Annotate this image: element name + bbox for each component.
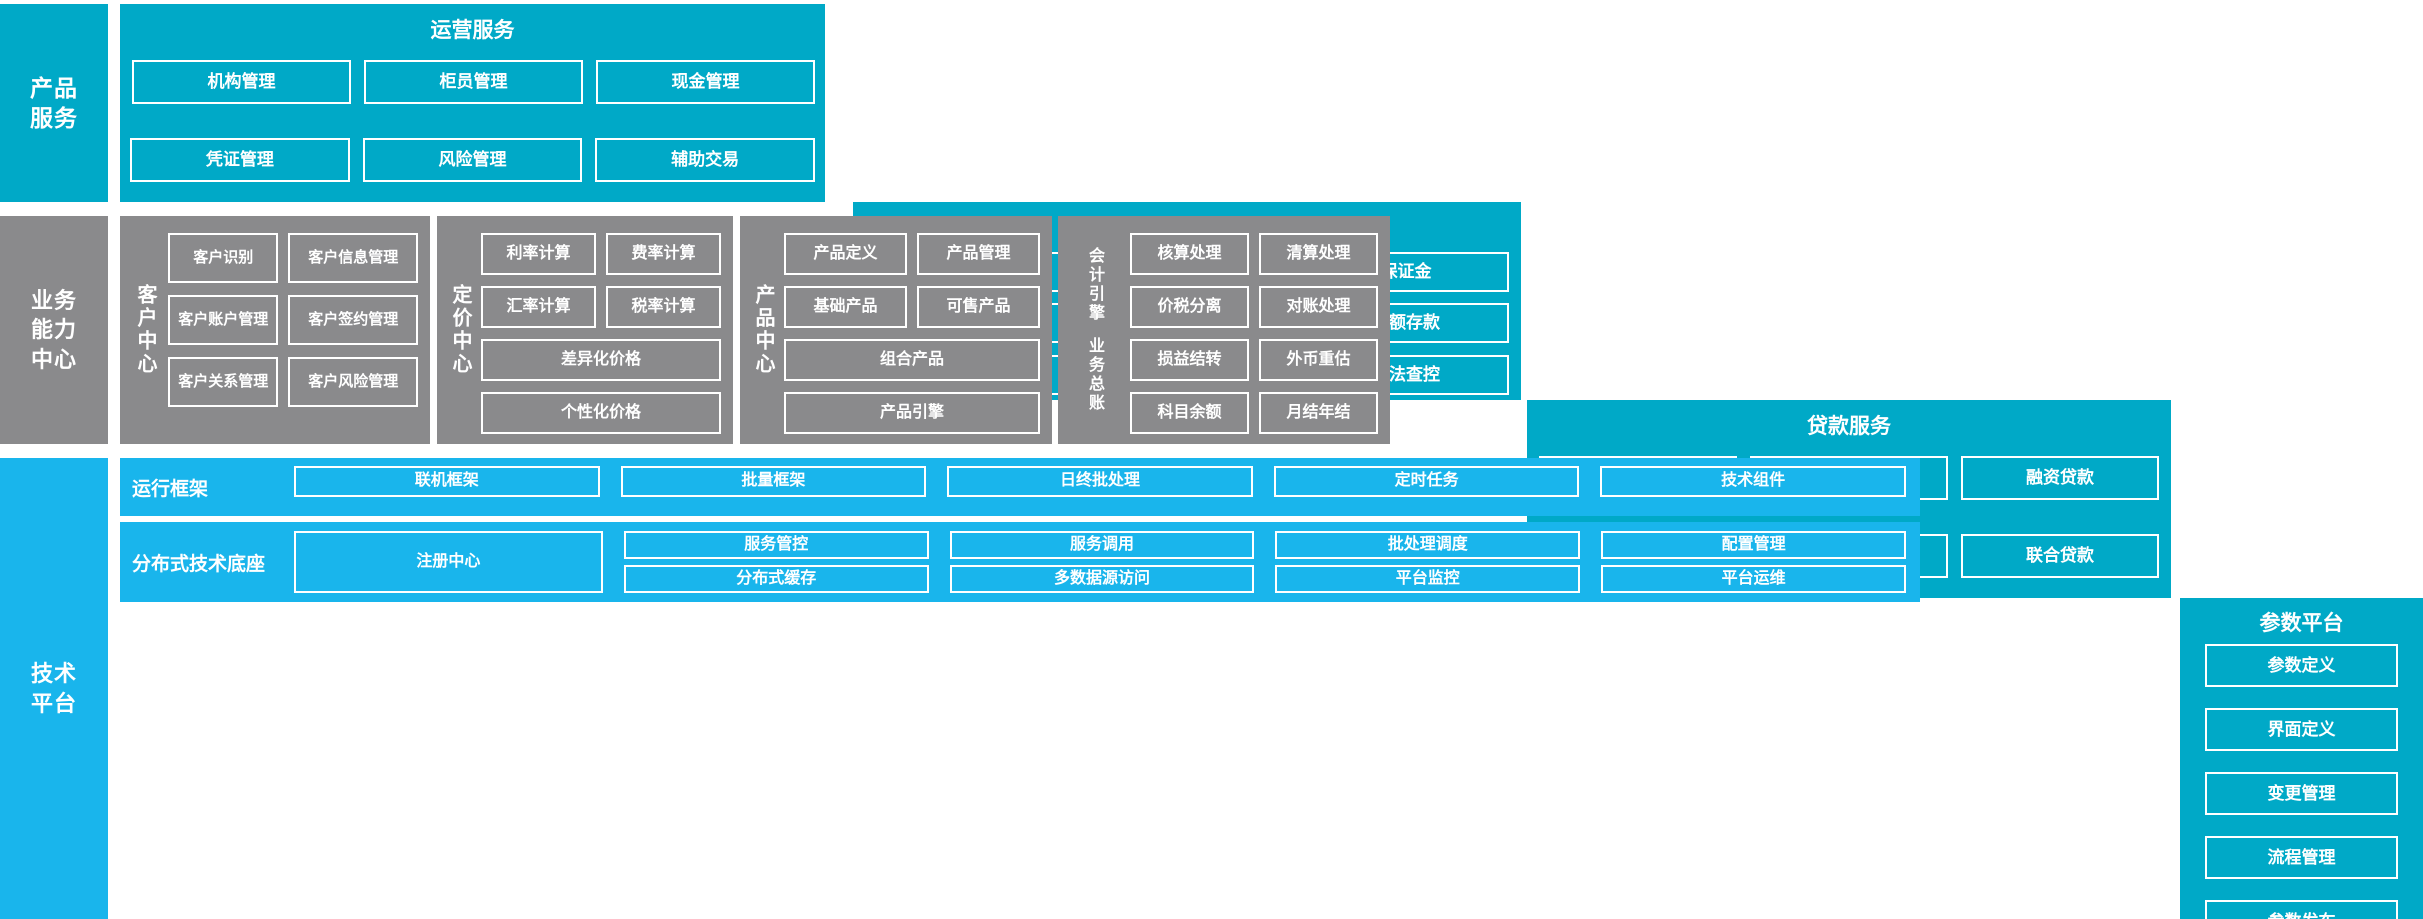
tile-distributed[interactable]: 平台监控 xyxy=(1275,565,1581,593)
center-label-accounting: 会计引擎 业务总账 xyxy=(1066,216,1122,444)
tile-customer[interactable]: 客户关系管理 xyxy=(168,357,279,407)
center-pricing: 定价中心 利率计算 费率计算 汇率计算 税率计算 差异化价格 个性化价格 xyxy=(437,216,733,444)
tile-loan[interactable]: 联合贷款 xyxy=(1961,534,2159,578)
layer-label-technical-platform: 技术 平台 xyxy=(0,458,108,919)
tech-row-distributed-base: 分布式技术底座 注册中心 服务管控 分布式缓存 服务调用 多数据源访问 批处理调… xyxy=(120,522,1920,602)
layer-label-product-service: 产品 服务 xyxy=(0,4,108,202)
tile-runtime[interactable]: 批量框架 xyxy=(620,466,927,497)
tile-operations[interactable]: 柜员管理 xyxy=(364,60,583,104)
panel-operations-service: 运营服务 机构管理 柜员管理 现金管理 凭证管理 风险管理 辅助交易 xyxy=(120,4,825,202)
tech-row-label-runtime: 运行框架 xyxy=(132,478,209,500)
tile-distributed[interactable]: 分布式缓存 xyxy=(623,565,929,593)
tile-customer[interactable]: 客户识别 xyxy=(168,233,279,283)
tile-distributed[interactable]: 平台运维 xyxy=(1601,565,1906,593)
tile-runtime[interactable]: 联机框架 xyxy=(294,466,600,497)
panel-title-operations: 运营服务 xyxy=(430,19,515,42)
layer-label-line-2: 能力 xyxy=(30,317,77,343)
tile-parameter[interactable]: 流程管理 xyxy=(2205,836,2398,879)
tile-product-wide[interactable]: 组合产品 xyxy=(784,339,1040,381)
center-label-accounting-top: 会计引擎 xyxy=(1086,247,1103,323)
panel-title-parameter-platform: 参数平台 xyxy=(2259,612,2344,635)
layer-label-line-1: 技术 xyxy=(30,661,77,687)
tile-accounting[interactable]: 对账处理 xyxy=(1259,286,1378,328)
tile-distributed[interactable]: 配置管理 xyxy=(1601,531,1906,559)
tile-runtime[interactable]: 日终批处理 xyxy=(947,466,1253,497)
tile-product[interactable]: 基础产品 xyxy=(784,286,907,328)
layer-label-line-2: 平台 xyxy=(30,690,77,716)
tech-row-label-distributed: 分布式技术底座 xyxy=(132,553,266,575)
tile-accounting[interactable]: 外币重估 xyxy=(1259,339,1378,381)
center-label-product: 产品中心 xyxy=(752,284,774,376)
tile-pricing-wide[interactable]: 个性化价格 xyxy=(481,392,721,434)
center-product: 产品中心 产品定义 产品管理 基础产品 可售产品 组合产品 产品引擎 xyxy=(740,216,1052,444)
tile-runtime[interactable]: 定时任务 xyxy=(1273,466,1580,497)
tile-parameter[interactable]: 参数定义 xyxy=(2205,644,2398,687)
tile-operations[interactable]: 风险管理 xyxy=(362,138,583,182)
tile-customer[interactable]: 客户签约管理 xyxy=(288,295,418,345)
tile-pricing-wide[interactable]: 差异化价格 xyxy=(481,339,721,381)
center-label-customer: 客户中心 xyxy=(134,284,156,376)
layer-label-line-1: 业务 xyxy=(30,288,77,314)
tile-customer[interactable]: 客户账户管理 xyxy=(168,295,279,345)
tile-accounting[interactable]: 月结年结 xyxy=(1259,392,1378,434)
layer-label-line-3: 中心 xyxy=(30,346,77,372)
center-accounting: 会计引擎 业务总账 核算处理 清算处理 价税分离 对账处理 损益结转 外币重估 … xyxy=(1058,216,1390,444)
panel-parameter-platform: 参数平台 参数定义 界面定义 变更管理 流程管理 参数发布 参数对比 xyxy=(2180,598,2423,919)
tile-product[interactable]: 产品管理 xyxy=(917,233,1040,275)
tile-registry-center[interactable]: 注册中心 xyxy=(294,531,603,593)
layer-label-business-capability: 业务 能力 中心 xyxy=(0,216,108,444)
tile-accounting[interactable]: 核算处理 xyxy=(1130,233,1249,275)
tile-accounting[interactable]: 清算处理 xyxy=(1259,233,1378,275)
layer-label-line-1: 产品 xyxy=(30,74,78,101)
layer-label-line-2: 服务 xyxy=(30,105,78,131)
tile-distributed[interactable]: 服务管控 xyxy=(623,531,929,559)
tile-pricing[interactable]: 利率计算 xyxy=(481,233,596,275)
tile-parameter[interactable]: 变更管理 xyxy=(2205,772,2398,815)
tile-parameter[interactable]: 参数发布 xyxy=(2205,900,2398,919)
tile-operations[interactable]: 现金管理 xyxy=(596,60,815,104)
center-customer: 客户中心 客户识别 客户信息管理 客户账户管理 客户签约管理 客户关系管理 客户… xyxy=(120,216,430,444)
tile-accounting[interactable]: 价税分离 xyxy=(1130,286,1249,328)
tile-operations[interactable]: 凭证管理 xyxy=(130,138,350,182)
panel-title-loan: 贷款服务 xyxy=(1807,415,1891,438)
center-label-accounting-bottom: 业务总账 xyxy=(1086,337,1103,413)
tile-accounting[interactable]: 科目余额 xyxy=(1130,392,1249,434)
tile-pricing[interactable]: 税率计算 xyxy=(606,286,721,328)
tile-operations[interactable]: 辅助交易 xyxy=(595,138,816,182)
tile-distributed[interactable]: 多数据源访问 xyxy=(949,565,1255,593)
tile-runtime[interactable]: 技术组件 xyxy=(1600,466,1906,497)
tile-parameter[interactable]: 界面定义 xyxy=(2205,708,2398,751)
tile-pricing[interactable]: 汇率计算 xyxy=(481,286,596,328)
center-label-pricing: 定价中心 xyxy=(449,284,471,376)
tile-pricing[interactable]: 费率计算 xyxy=(606,233,721,275)
tile-product-wide[interactable]: 产品引擎 xyxy=(784,392,1040,434)
tile-customer[interactable]: 客户风险管理 xyxy=(288,357,418,407)
tile-customer[interactable]: 客户信息管理 xyxy=(288,233,418,283)
tile-distributed[interactable]: 批处理调度 xyxy=(1275,531,1581,559)
tile-distributed[interactable]: 服务调用 xyxy=(949,531,1255,559)
tile-loan[interactable]: 融资贷款 xyxy=(1961,456,2159,500)
tile-product[interactable]: 可售产品 xyxy=(917,286,1040,328)
tile-product[interactable]: 产品定义 xyxy=(784,233,907,275)
tech-row-runtime-framework: 运行框架 联机框架 批量框架 日终批处理 定时任务 技术组件 xyxy=(120,458,1920,516)
tile-accounting[interactable]: 损益结转 xyxy=(1130,339,1249,381)
tile-operations[interactable]: 机构管理 xyxy=(132,60,351,104)
